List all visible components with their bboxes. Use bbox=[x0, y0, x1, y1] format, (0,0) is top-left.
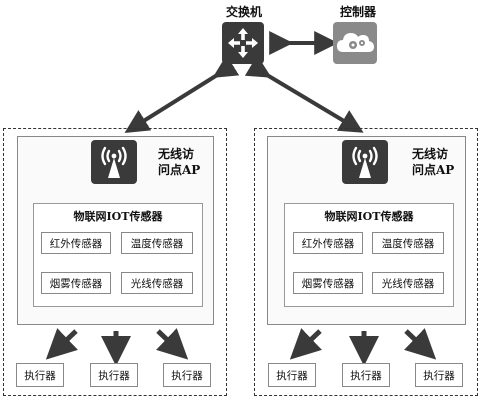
left-sensor-light: 光线传感器 bbox=[121, 272, 193, 294]
switch-icon bbox=[222, 22, 264, 64]
right-ap-label-line2: 问点AP bbox=[412, 163, 455, 177]
right-sensor-temperature: 温度传感器 bbox=[372, 232, 444, 254]
right-sensor-light: 光线传感器 bbox=[372, 272, 444, 294]
controller-icon bbox=[333, 22, 377, 64]
right-network-group bbox=[254, 128, 478, 396]
left-sensor-temperature: 温度传感器 bbox=[121, 232, 193, 254]
switch-label: 交换机 bbox=[226, 5, 263, 19]
left-exec-arrow-3 bbox=[156, 328, 189, 360]
switch-left-group-arrow bbox=[124, 55, 240, 133]
right-sensor-smoke: 烟雾传感器 bbox=[293, 272, 363, 294]
left-executor-2: 执行器 bbox=[90, 363, 138, 387]
right-exec-arrow-3 bbox=[404, 328, 437, 360]
switch-right-group-arrow bbox=[244, 55, 364, 133]
left-executor-1: 执行器 bbox=[16, 363, 64, 387]
left-executor-3: 执行器 bbox=[163, 363, 211, 387]
left-ap-label-line1: 无线访 bbox=[158, 147, 195, 161]
left-exec-arrow-1 bbox=[45, 328, 78, 360]
left-ap-label-line2: 问点AP bbox=[158, 163, 201, 177]
right-executor-2: 执行器 bbox=[342, 363, 390, 387]
right-iot-sensor-title: 物联网IOT传感器 bbox=[324, 210, 414, 223]
right-sensor-infrared: 红外传感器 bbox=[293, 232, 363, 254]
right-wireless-ap-icon bbox=[342, 140, 388, 184]
left-iot-sensor-title: 物联网IOT传感器 bbox=[73, 210, 163, 223]
left-sensor-infrared: 红外传感器 bbox=[41, 232, 111, 254]
right-executor-3: 执行器 bbox=[415, 363, 463, 387]
controller-label: 控制器 bbox=[340, 5, 377, 19]
right-exec-arrow-1 bbox=[289, 328, 322, 360]
left-network-group bbox=[3, 128, 227, 396]
left-wireless-ap-icon bbox=[91, 140, 137, 184]
right-ap-label-line1: 无线访 bbox=[412, 147, 449, 161]
left-sensor-smoke: 烟雾传感器 bbox=[41, 272, 111, 294]
right-executor-1: 执行器 bbox=[268, 363, 316, 387]
